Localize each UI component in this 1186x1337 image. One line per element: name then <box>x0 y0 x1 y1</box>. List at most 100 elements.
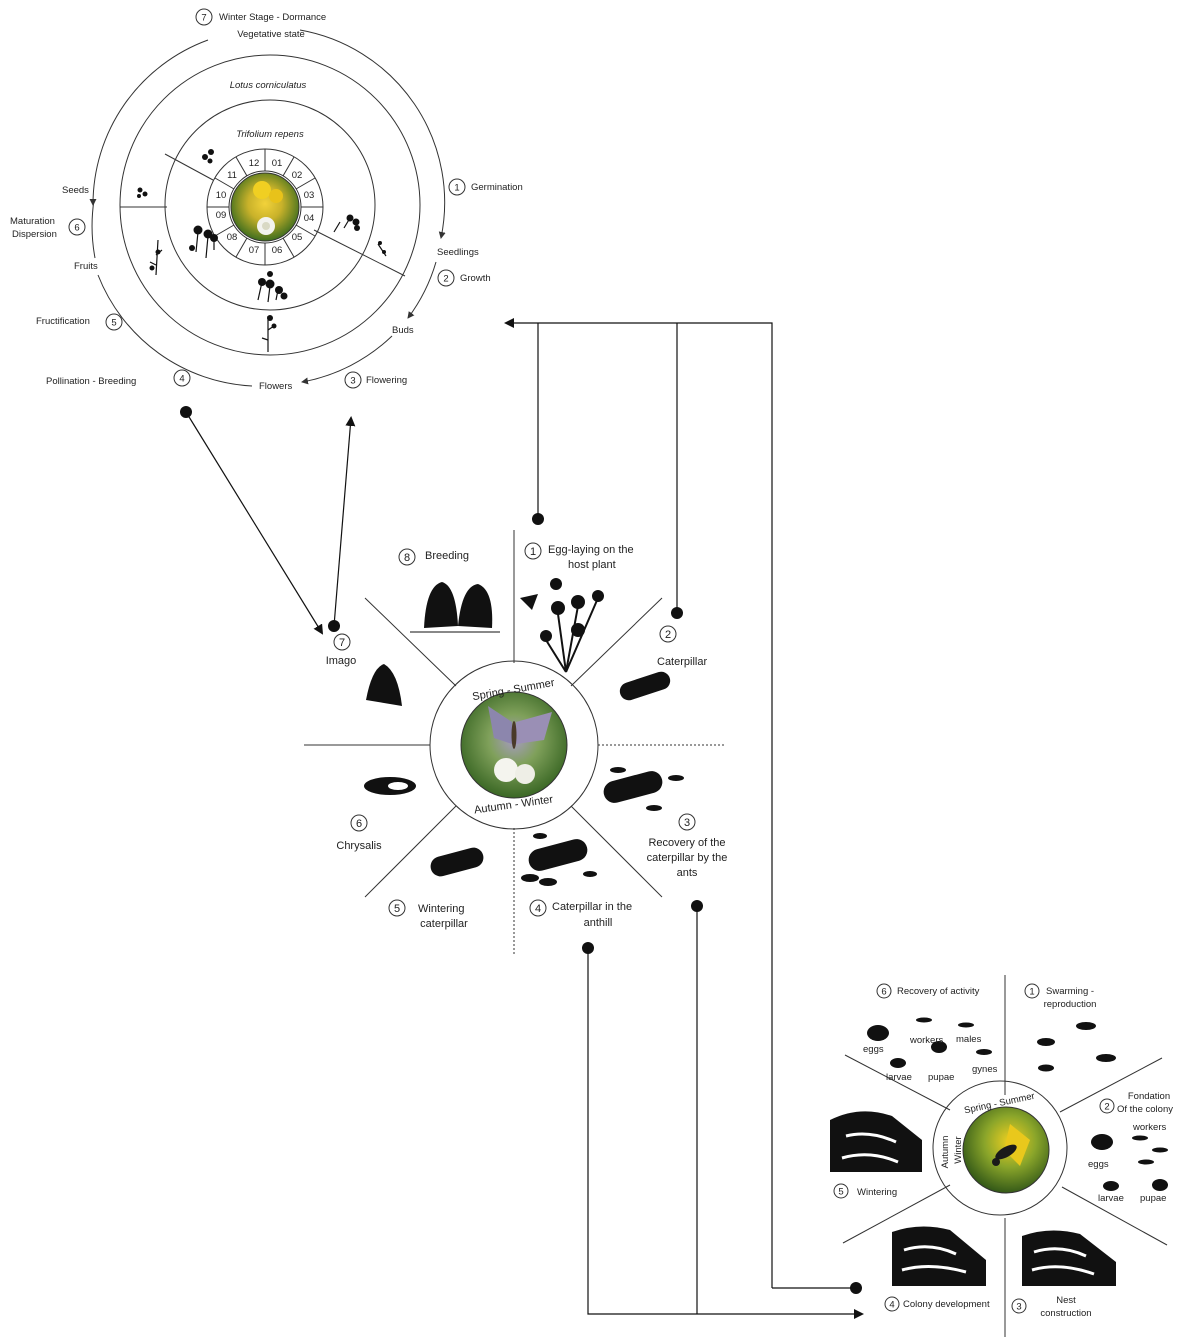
stage-7-num: 7 <box>339 637 345 649</box>
vegetative-label: Vegetative state <box>237 29 305 40</box>
month-labels: 12 01 02 03 04 05 06 07 08 09 10 11 <box>216 158 315 256</box>
stage-1-label-2: host plant <box>568 559 616 571</box>
stage-1-num: 1 <box>530 546 536 558</box>
seedlings-label: Seedlings <box>437 247 479 258</box>
month-06: 06 <box>272 245 283 256</box>
species-lotus: Lotus corniculatus <box>230 80 307 91</box>
stage-6-label: Chrysalis <box>336 840 382 852</box>
ant-stage-2: 2 Fondation Of the colony <box>1099 1091 1173 1115</box>
caste-workers: workers <box>909 1035 944 1046</box>
ant-stage-5-num: 5 <box>838 1187 843 1198</box>
ant-stage-3-num: 3 <box>1016 1302 1021 1313</box>
egg-laying-plant <box>520 578 604 673</box>
stage-5-num: 5 <box>394 903 400 915</box>
butterfly-cycle: Spring - Summer Autumn - Winter <box>304 530 727 956</box>
pollination-label: Pollination - Breeding <box>46 376 136 387</box>
nest-wintering <box>830 1111 922 1172</box>
ant-stage-1-num: 1 <box>1029 987 1034 998</box>
flowering-num: 3 <box>350 376 355 387</box>
plant-silhouettes <box>137 149 387 352</box>
ant-season-winter: Winter <box>953 1136 964 1163</box>
month-02: 02 <box>292 170 303 181</box>
ant-stage-2-num: 2 <box>1104 1102 1109 1113</box>
stage-3-label-1: Recovery of the <box>648 837 725 849</box>
stage-4-label-2: anthill <box>584 917 613 929</box>
ant-stage-3: 3 Nest construction <box>1011 1295 1092 1319</box>
species-trifolium: Trifolium repens <box>236 129 304 140</box>
wintering-caterpillar <box>430 847 484 877</box>
pollination-num: 4 <box>179 374 184 385</box>
ant-stage-4-num: 4 <box>889 1300 894 1311</box>
stage-4-label-1: Caterpillar in the <box>552 901 632 913</box>
butterfly-silhouettes <box>364 578 684 886</box>
fructification-label: Fructification <box>36 316 90 327</box>
month-wheel-spokes <box>207 149 323 265</box>
ant-season-autumn: Autumn <box>940 1136 951 1169</box>
stage-8-label: Breeding <box>425 550 469 562</box>
month-09: 09 <box>216 210 227 221</box>
growth-num: 2 <box>443 274 448 285</box>
flowers-label: Flowers <box>259 381 293 392</box>
plant-outer-ring <box>119 54 421 356</box>
plant-photo <box>230 172 300 242</box>
stage-3-label-2: caterpillar by the <box>647 852 728 864</box>
butterfly-ring <box>429 660 599 830</box>
ant-stage-6: 6 Recovery of activity <box>876 983 980 999</box>
stage-4-num: 4 <box>535 903 541 915</box>
ant-stage-1-label-2: reproduction <box>1044 999 1097 1010</box>
ant-stage-4: 4 Colony development <box>884 1296 990 1312</box>
butterfly-stage-2: 2 Caterpillar <box>657 625 707 668</box>
plant-middle-ring <box>164 99 376 311</box>
maturation-num: 6 <box>74 223 79 234</box>
caste-males: males <box>956 1034 982 1045</box>
germination-label: Germination <box>471 182 523 193</box>
month-10: 10 <box>216 190 227 201</box>
stage-1-label-1: Egg-laying on the <box>548 544 634 556</box>
butterfly-stage-5: 5 Wintering caterpillar <box>388 899 468 930</box>
imago-butterfly <box>366 664 402 706</box>
dormance-num: 7 <box>201 13 206 24</box>
butterfly-stage-8: 8 Breeding <box>398 548 469 566</box>
ant-stage-4-label: Colony development <box>903 1299 990 1310</box>
month-12: 12 <box>249 158 260 169</box>
caste-pupae: pupae <box>928 1072 954 1083</box>
stage-3-label-3: ants <box>677 867 698 879</box>
stage-8-num: 8 <box>404 552 410 564</box>
breeding-butterflies <box>410 582 500 633</box>
ant-stage-1-label-1: Swarming - <box>1046 986 1094 997</box>
dispersion-label: Dispersion <box>12 229 57 240</box>
ant-stage-5: 5 Wintering <box>833 1183 897 1199</box>
clover-bottom <box>257 271 288 303</box>
flowering-label: Flowering <box>366 375 407 386</box>
ant-stage-2-label-1: Fondation <box>1128 1091 1170 1102</box>
connectors <box>180 318 864 1319</box>
ant-stage-6-num: 6 <box>881 987 886 998</box>
month-11: 11 <box>227 170 237 181</box>
plant-cycle: 12 01 02 03 04 05 06 07 08 09 10 11 Lotu… <box>10 8 523 392</box>
caterpillar-2 <box>619 671 671 701</box>
caste-eggs: eggs <box>863 1044 884 1055</box>
growth-label: Growth <box>460 273 491 284</box>
stage-2-label: Caterpillar <box>657 656 707 668</box>
butterfly-stage-4: 4 Caterpillar in the anthill <box>529 899 632 929</box>
chrysalis <box>364 777 416 795</box>
ant-stage-1: 1 Swarming - reproduction <box>1024 983 1097 1010</box>
ant-stage-6-label: Recovery of activity <box>897 986 980 997</box>
month-03: 03 <box>304 190 315 201</box>
stage-2-num: 2 <box>665 629 671 641</box>
fructification-num: 5 <box>111 318 116 329</box>
month-08: 08 <box>227 232 238 243</box>
butterfly-stage-7: 7 Imago <box>326 633 356 667</box>
ant-stage-3-label-2: construction <box>1040 1308 1091 1319</box>
stage-5-label-1: Wintering <box>418 903 464 915</box>
dormance-label: Winter Stage - Dormance <box>219 12 326 23</box>
stage-5-label-2: caterpillar <box>420 918 468 930</box>
month-05: 05 <box>292 232 303 243</box>
seeds-label: Seeds <box>62 185 89 196</box>
month-07: 07 <box>249 245 260 256</box>
caste-gynes: gynes <box>972 1064 998 1075</box>
nest-development <box>892 1226 986 1286</box>
butterfly-stage-3: 3 Recovery of the caterpillar by the ant… <box>647 813 728 879</box>
nest-construction <box>1022 1230 1116 1286</box>
